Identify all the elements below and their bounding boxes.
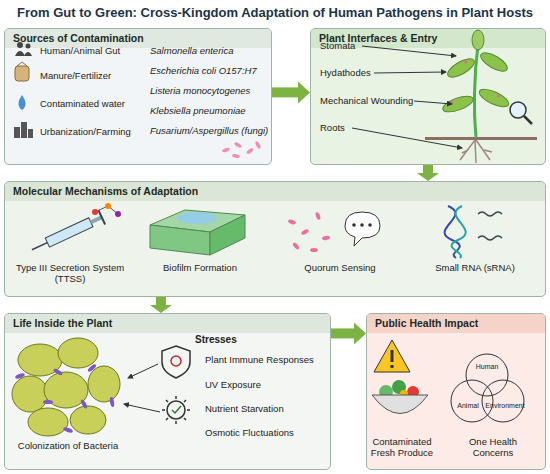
panel-heading: Life Inside the Plant	[5, 314, 330, 333]
text-label: Animal	[448, 402, 488, 410]
text-label: Nutrient Starvation	[205, 403, 325, 414]
arrow-head	[354, 322, 366, 344]
text-label: Osmotic Fluctuations	[205, 427, 325, 438]
text-label: Escherichia coli O157:H7	[150, 65, 270, 76]
arrow-head	[417, 173, 439, 181]
panel-heading: Public Health Impact	[367, 314, 545, 333]
text-label: Urbanization/Farming	[40, 126, 145, 137]
flow-arrow	[331, 322, 366, 344]
text-label: Stomata	[320, 40, 400, 51]
text-label: Fusarium/Aspergillus (fungi)	[150, 125, 270, 136]
panel-heading: Molecular Mechanisms of Adaptation	[5, 182, 545, 201]
text-label: Salmonella enterica	[150, 45, 270, 56]
text-label: Manure/Fertilizer	[40, 70, 140, 81]
flow-arrow	[417, 165, 439, 181]
flow-arrow	[272, 81, 310, 103]
text-label: Listeria monocytogenes	[150, 85, 270, 96]
text-label: Klebsiella pneumoniae	[150, 105, 270, 116]
text-label: Human/Animal Gut	[40, 45, 140, 56]
arrow-shaft	[423, 165, 433, 174]
text-label: Biofilm Formation	[140, 262, 260, 273]
text-label: Contaminated water	[40, 98, 140, 109]
arrow-shaft	[331, 328, 355, 338]
diagram-title: From Gut to Green: Cross-Kingdom Adaptat…	[0, 5, 550, 20]
text-label: Environment	[483, 402, 527, 410]
text-label: UV Exposure	[205, 379, 325, 390]
arrow-head	[298, 81, 310, 103]
text-label: Roots	[320, 122, 400, 133]
text-label: Hydathodes	[320, 67, 400, 78]
text-label: Small RNA (sRNA)	[420, 262, 530, 273]
text-label: Quorum Sensing	[280, 262, 400, 273]
arrow-shaft	[272, 87, 299, 97]
text-label: Colonization of Bacteria	[8, 440, 128, 451]
text-label: Plant Immune Responses	[205, 354, 325, 365]
text-label: Mechanical Wounding	[320, 95, 420, 106]
text-label: Type III Secretion System (TTSS)	[10, 262, 130, 284]
text-label: Contaminated Fresh Produce	[362, 436, 442, 458]
text-label: One Health Concerns	[448, 436, 538, 458]
arrow-shaft	[156, 297, 166, 306]
section-panel: Molecular Mechanisms of Adaptation	[4, 181, 546, 297]
text-label: Human	[467, 363, 507, 371]
flow-arrow	[150, 297, 172, 313]
arrow-head	[150, 305, 172, 313]
text-label: Stresses	[195, 334, 295, 345]
